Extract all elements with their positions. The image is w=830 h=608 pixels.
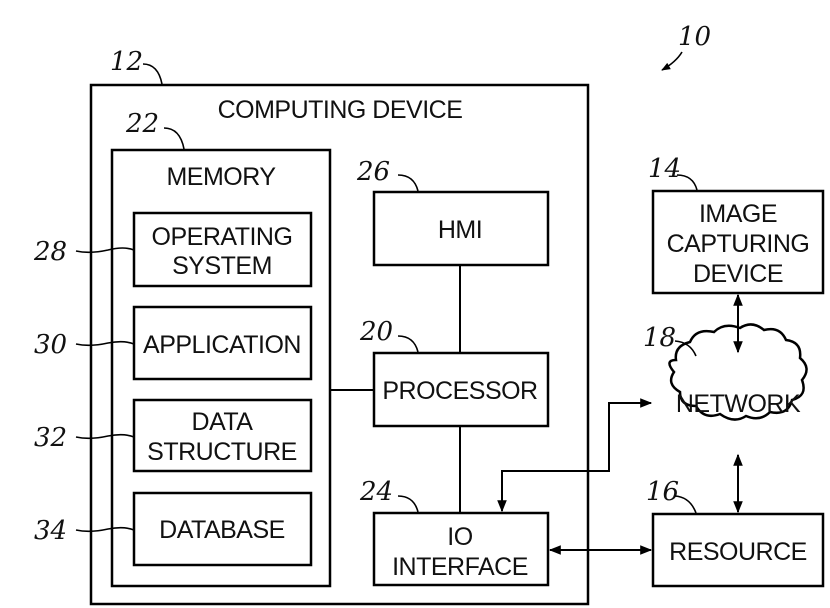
ref-14: 14	[648, 154, 681, 184]
resource-label: RESOURCE	[669, 538, 807, 566]
ref-12-leader	[143, 64, 162, 84]
operating-system-line1: OPERATING	[152, 223, 293, 251]
ref-30-leader	[76, 342, 134, 346]
ref-16: 16	[646, 477, 679, 507]
ref-32-leader	[76, 435, 134, 439]
io-interface-line1: IO	[447, 523, 472, 551]
ref-10-arrow	[662, 52, 682, 70]
ref-20: 20	[359, 317, 393, 347]
memory-label: MEMORY	[166, 163, 276, 191]
ref-22: 22	[125, 109, 159, 139]
processor-block: PROCESSOR 20	[359, 317, 548, 426]
ref-24: 24	[359, 477, 393, 507]
ref-18: 18	[643, 323, 676, 353]
network-label: NETWORK	[676, 390, 801, 418]
database-block: DATABASE 34	[34, 493, 311, 565]
system-reference: 10	[662, 22, 711, 70]
operating-system-line2: SYSTEM	[172, 252, 272, 280]
ref-28-leader	[76, 248, 134, 252]
ref-26-leader	[398, 175, 418, 191]
network-block: NETWORK 18	[643, 323, 807, 420]
ref-28: 28	[33, 237, 67, 267]
application-label: APPLICATION	[143, 331, 301, 359]
ref-10: 10	[678, 22, 711, 52]
data-structure-line1: DATA	[192, 408, 254, 436]
data-structure-block: DATA STRUCTURE 32	[34, 400, 311, 471]
image-capturing-line2: CAPTURING	[667, 230, 810, 258]
ref-34-leader	[76, 528, 134, 532]
ref-24-leader	[398, 496, 418, 512]
ref-12: 12	[110, 47, 143, 77]
hmi-label: HMI	[438, 216, 482, 244]
processor-label: PROCESSOR	[382, 377, 537, 405]
ref-30: 30	[34, 330, 67, 360]
hmi-block: HMI 26	[356, 157, 548, 265]
ref-22-leader	[164, 128, 184, 149]
ref-26: 26	[356, 157, 390, 187]
image-capturing-line1: IMAGE	[699, 200, 777, 228]
operating-system-block: OPERATING SYSTEM 28	[33, 213, 311, 286]
io-interface-line2: INTERFACE	[392, 553, 528, 581]
ref-34: 34	[34, 516, 67, 546]
data-structure-line2: STRUCTURE	[147, 438, 297, 466]
resource-block: RESOURCE 16	[646, 477, 823, 586]
ref-20-leader	[398, 336, 418, 352]
io-interface-block: IO INTERFACE 24	[359, 477, 548, 585]
database-label: DATABASE	[159, 516, 285, 544]
application-block: APPLICATION 30	[34, 307, 311, 379]
image-capturing-device-block: IMAGE CAPTURING DEVICE 14	[648, 154, 823, 293]
image-capturing-line3: DEVICE	[693, 260, 783, 288]
ref-32: 32	[34, 423, 67, 453]
computing-device-label: COMPUTING DEVICE	[218, 96, 463, 124]
